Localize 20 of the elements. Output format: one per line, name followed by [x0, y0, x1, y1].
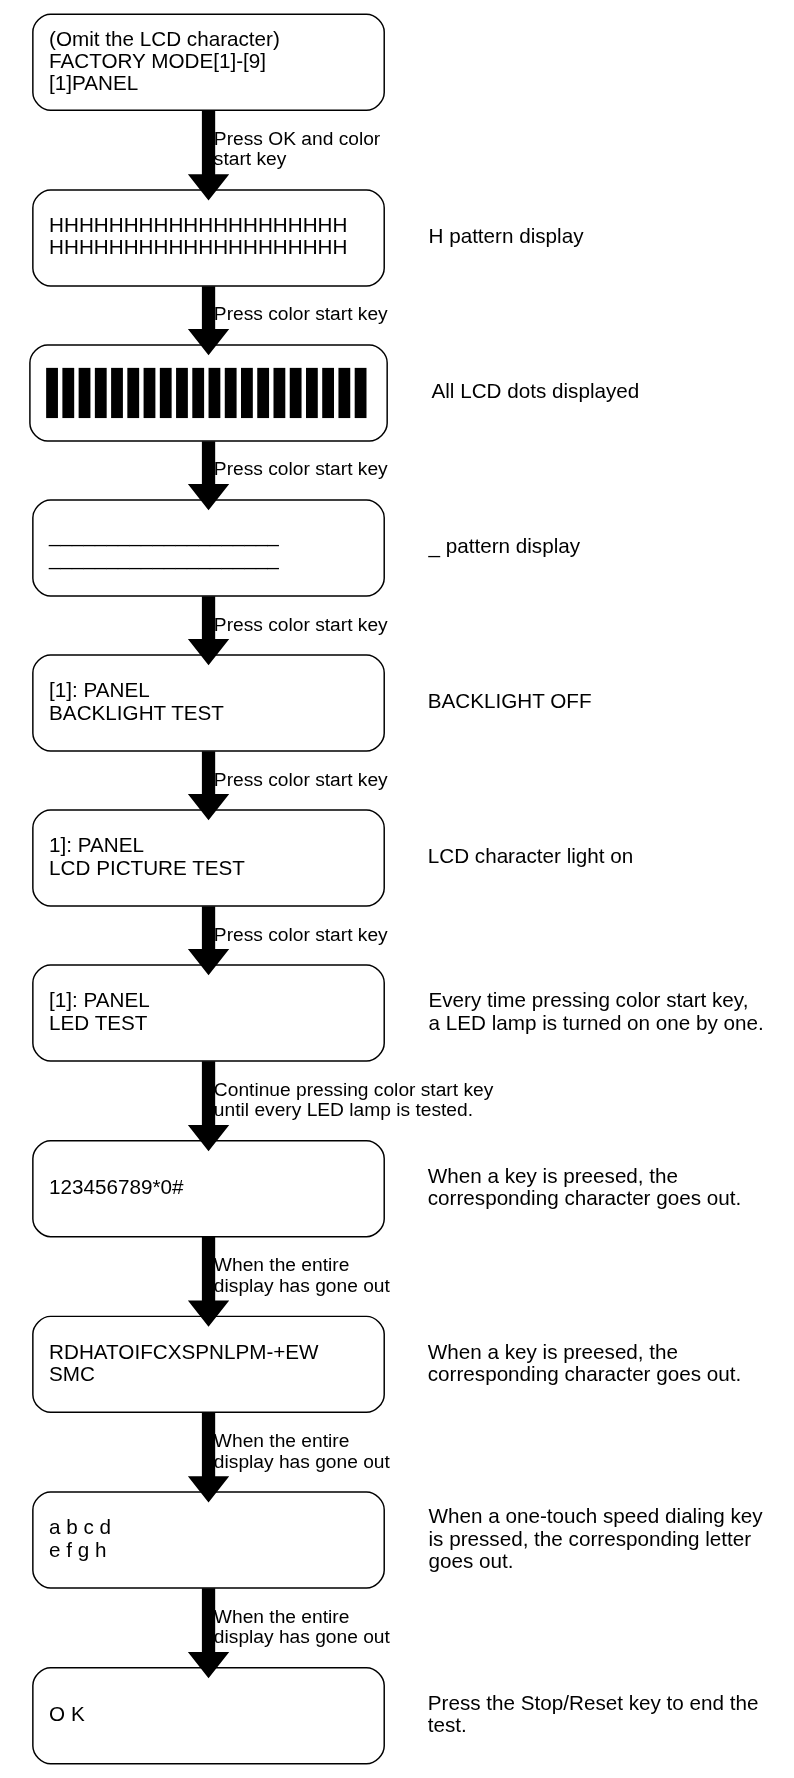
node-label: When a key is preesed, the corresponding character goes out. [427, 1164, 741, 1210]
edge-label: When the entire display has gone out [213, 1429, 390, 1472]
node-label: BACKLIGHT OFF [427, 689, 592, 713]
edge-label: Press color start key [213, 458, 388, 480]
node-label: When a key is preesed, the corresponding character goes out. [427, 1339, 741, 1385]
node-label: All LCD dots displayed [430, 379, 639, 403]
edge-label: Continue pressing color start key until every LED lamp is tested. [213, 1078, 493, 1121]
edge-label: When the entire display has gone out [213, 1254, 390, 1296]
edge-label: When the entire display has gone out [213, 1605, 390, 1648]
edge-label: Press color start key [213, 303, 388, 325]
node-label: _ pattern display [428, 534, 580, 558]
edge-label: Press color start key [213, 768, 388, 790]
node-label: Every time pressing color start key, a LED lamp is turned on one by one. [428, 988, 764, 1034]
node-label: LCD character light on [427, 844, 633, 868]
node-label: Press the Stop/Reset key to end the test. [427, 1691, 758, 1737]
edge-label: Press color start key [213, 613, 388, 635]
node-label: H pattern display [428, 224, 584, 248]
node-label: When a one-touch speed dialing key is pressed, the corresponding letter goes out. [428, 1504, 763, 1572]
edge-label: Press OK and color start key [213, 127, 380, 170]
edge-label: Press color start key [213, 923, 388, 945]
